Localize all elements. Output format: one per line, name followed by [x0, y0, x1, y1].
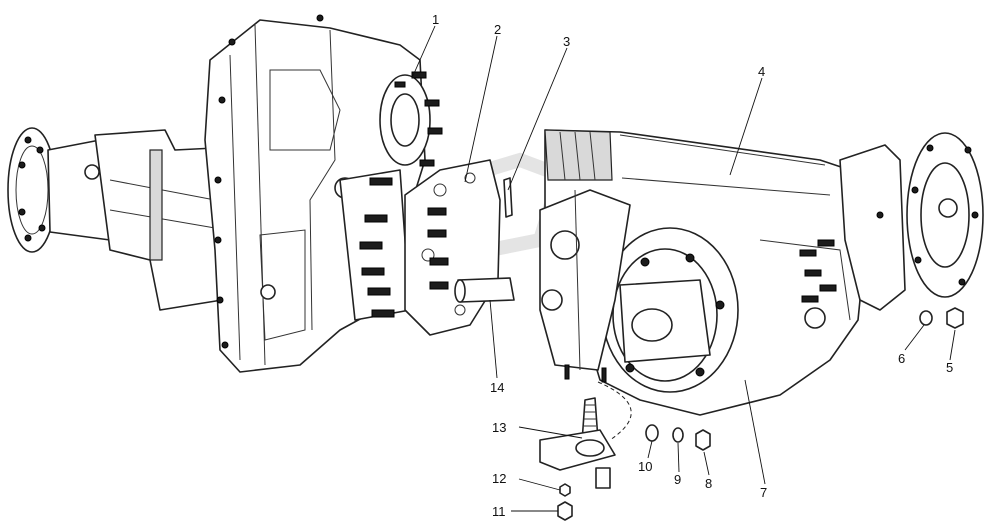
connecting-studs — [427, 207, 449, 290]
dowel-pin — [503, 177, 513, 218]
callout-10: 10 — [638, 459, 652, 474]
callout-5: 5 — [946, 360, 953, 375]
callout-4: 4 — [758, 64, 765, 79]
mounting-face-studs — [339, 169, 411, 321]
washer-10 — [645, 424, 659, 442]
callout-1: 1 — [432, 12, 439, 27]
callout-12: 12 — [492, 471, 506, 486]
callout-6: 6 — [898, 351, 905, 366]
nut-12 — [559, 483, 571, 497]
callout-9: 9 — [674, 472, 681, 487]
differential-face — [601, 227, 739, 393]
callout-2: 2 — [494, 22, 501, 37]
nut-8 — [695, 429, 711, 451]
callout-11: 11 — [492, 504, 506, 519]
callout-13: 13 — [492, 420, 506, 435]
nut-11 — [557, 501, 573, 521]
left-flange — [7, 127, 111, 253]
input-housing — [539, 189, 631, 383]
washer-9 — [672, 427, 684, 443]
right-flange — [839, 132, 984, 311]
washer-6 — [919, 310, 933, 326]
sensor-assembly — [539, 381, 632, 489]
callout-7: 7 — [760, 485, 767, 500]
intermediate-shaft — [454, 277, 515, 303]
output-flange-studs — [379, 71, 443, 167]
callout-labels: 1 2 3 4 5 6 7 8 9 10 11 12 13 14 — [432, 12, 953, 519]
leader-lines — [411, 25, 956, 512]
callout-8: 8 — [705, 476, 712, 491]
gasket — [404, 159, 501, 336]
callout-14: 14 — [490, 380, 504, 395]
callout-3: 3 — [563, 34, 570, 49]
left-shaft-housing — [84, 129, 223, 311]
nut-5 — [946, 307, 964, 329]
